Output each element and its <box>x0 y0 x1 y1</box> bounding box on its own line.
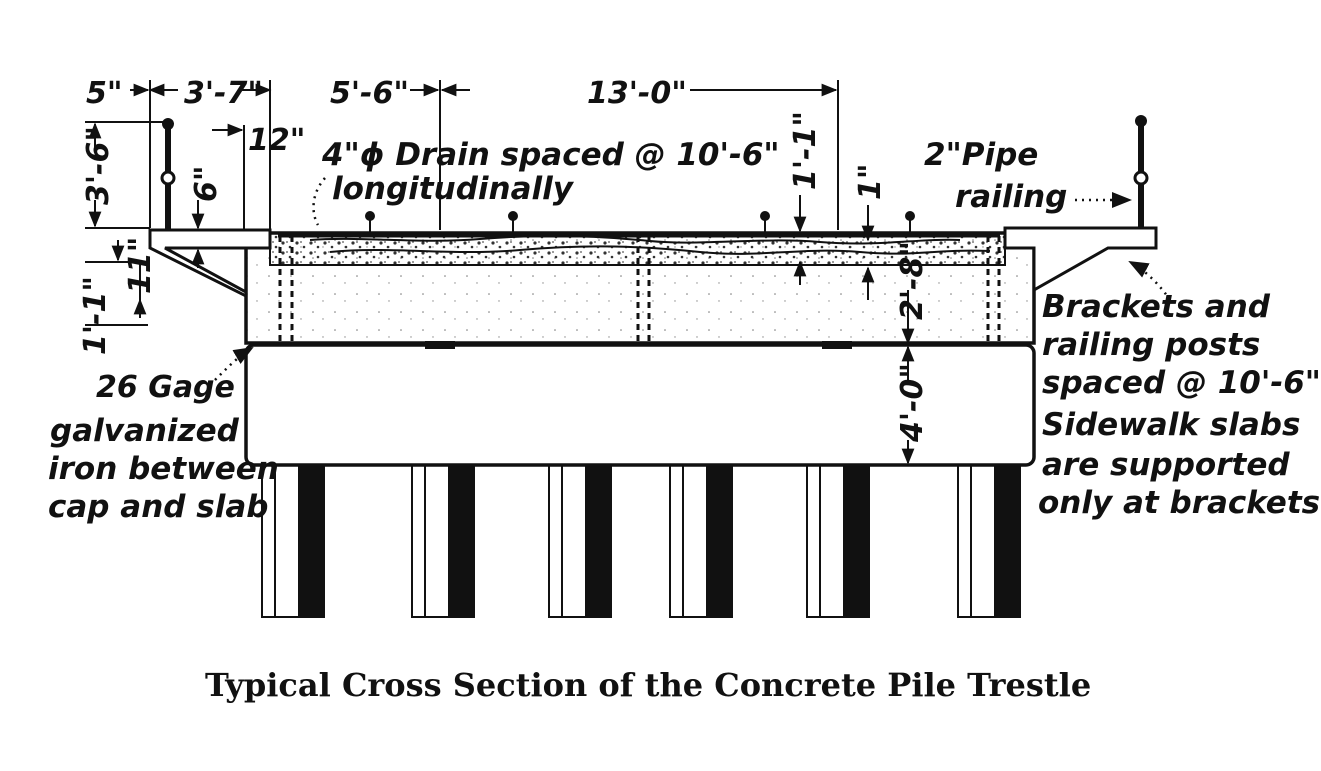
gage-note-line2: galvanized <box>50 413 240 449</box>
rail-bumps <box>365 211 915 234</box>
gage-note-line1: 26 Gage <box>96 370 235 405</box>
dim-1in: 1" <box>853 163 888 200</box>
sidewalk-note-line3: only at brackets <box>1038 485 1320 521</box>
dim-1ft1in-top: 1'-1" <box>788 111 823 190</box>
sidewalk-note-line1: Sidewalk slabs <box>1042 407 1300 443</box>
dim-12in: 12" <box>248 123 305 158</box>
dim-3ft6in: 3'-6" <box>81 126 116 205</box>
gage-note-line4: cap and slab <box>48 489 268 525</box>
dim-5ft6in: 5'-6" <box>330 76 409 111</box>
sidewalk-note-line2: are supported <box>1042 447 1290 483</box>
pile-6 <box>957 464 1021 618</box>
pipe-note-line1: 2"Pipe <box>924 137 1038 173</box>
dim-6in: 6" <box>189 165 224 202</box>
leader-lines <box>214 177 1172 381</box>
dim-11in: 11" <box>123 237 158 294</box>
dim-5in: 5" <box>86 76 123 111</box>
pipe-note-line2: railing <box>955 179 1067 215</box>
brackets-note-line1: Brackets and <box>1042 289 1271 325</box>
pile-5 <box>806 464 870 618</box>
left-railing-post <box>160 118 176 230</box>
dim-13ft0in: 13'-0" <box>587 76 687 111</box>
left-bracket <box>148 228 272 299</box>
drain-note-line2: longitudinally <box>332 171 575 207</box>
pile-1 <box>261 464 325 618</box>
diagram-caption: Typical Cross Section of the Concrete Pi… <box>205 666 1091 704</box>
dimension-labels: 5" 3'-7" 5'-6" 13'-0" 12" 3'-6" 6" 1'-1"… <box>78 76 930 443</box>
pile-2 <box>411 464 475 618</box>
pile-cap <box>244 343 1036 467</box>
pile-3 <box>548 464 612 618</box>
gage-note-line3: iron between <box>48 451 279 487</box>
dim-1ft1in-left: 1'-1" <box>78 276 113 355</box>
brackets-note-line3: spaced @ 10'-6" <box>1042 365 1321 401</box>
dim-3ft7in: 3'-7" <box>184 76 263 111</box>
right-bracket <box>1003 226 1158 296</box>
brackets-note-line2: railing posts <box>1042 327 1260 363</box>
piles <box>261 464 1021 618</box>
dim-2ft8in: 2'-8" <box>895 241 930 320</box>
drain-note-line1: 4"ϕ Drain spaced @ 10'-6" <box>321 137 780 173</box>
dimension-lines <box>85 80 915 465</box>
annotations: 4"ϕ Drain spaced @ 10'-6" longitudinally… <box>48 137 1321 525</box>
right-railing-post <box>1133 115 1149 228</box>
pile-4 <box>669 464 733 618</box>
dim-4ft0in: 4'-0" <box>895 363 930 443</box>
